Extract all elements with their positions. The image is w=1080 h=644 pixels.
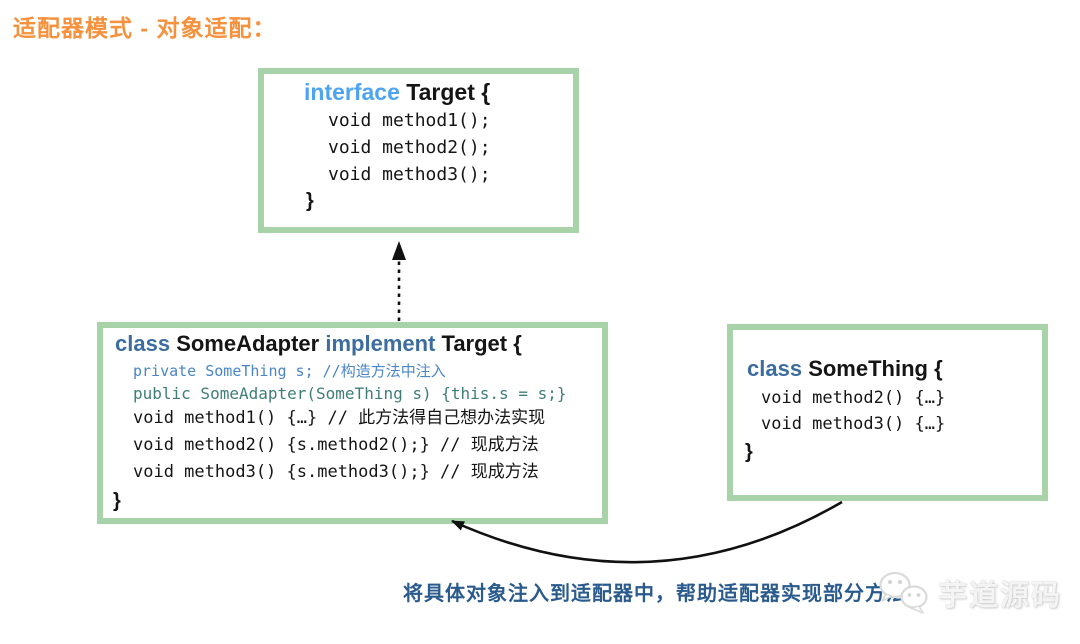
something-method-3: void method3() {…} (761, 414, 946, 434)
page-title: 适配器模式 - 对象适配： (13, 15, 277, 41)
adapter-class-name: SomeAdapter (176, 331, 320, 356)
target-method-1: void method1(); (328, 110, 491, 131)
watermark-brand: 芋道源码 (938, 580, 1063, 612)
adapter-closing-brace: } (113, 490, 121, 512)
adapter-box-header: class SomeAdapter implement Target { (103, 328, 602, 358)
injection-annotation: 将具体对象注入到适配器中，帮助适配器实现部分方法 (403, 583, 907, 605)
adapter-method-3: void method3() {s.method3();} // 现成方法 (133, 462, 539, 482)
something-method-2: void method2() {…} (761, 388, 946, 408)
adapter-method-1: void method1() {…} // 此方法得自己想办法实现 (133, 408, 546, 428)
target-name: Target { (406, 79, 491, 105)
interface-keyword: interface (304, 79, 400, 105)
something-closing-brace: } (745, 441, 753, 463)
realization-dotted-arrow (392, 241, 406, 321)
something-class-box: class SomeThing { void method2() {…} voi… (727, 324, 1048, 501)
adapter-class-box: class SomeAdapter implement Target { pri… (97, 322, 608, 524)
adapter-method-2: void method2() {s.method2();} // 现成方法 (133, 435, 539, 455)
target-interface-box: interface Target { void method1(); void … (258, 68, 579, 233)
implement-keyword: implement (325, 331, 436, 356)
wechat-bubbles-icon (879, 571, 928, 614)
target-box-header: interface Target { (264, 74, 573, 107)
class-keyword: class (747, 356, 803, 381)
watermark: 芋道源码 (876, 570, 1062, 616)
something-class-name: SomeThing { (808, 356, 943, 381)
class-keyword: class (115, 331, 171, 356)
something-box-header: class SomeThing { (733, 330, 1042, 385)
target-closing-brace: } (306, 190, 314, 212)
adapter-private-field-line: private SomeThing s; //构造方法中注入 (133, 362, 446, 380)
adapter-implemented-interface: Target { (441, 331, 522, 356)
target-method-3: void method3(); (328, 164, 491, 185)
target-method-2: void method2(); (328, 137, 491, 158)
adapter-constructor-line: public SomeAdapter(SomeThing s) {this.s … (133, 384, 567, 403)
